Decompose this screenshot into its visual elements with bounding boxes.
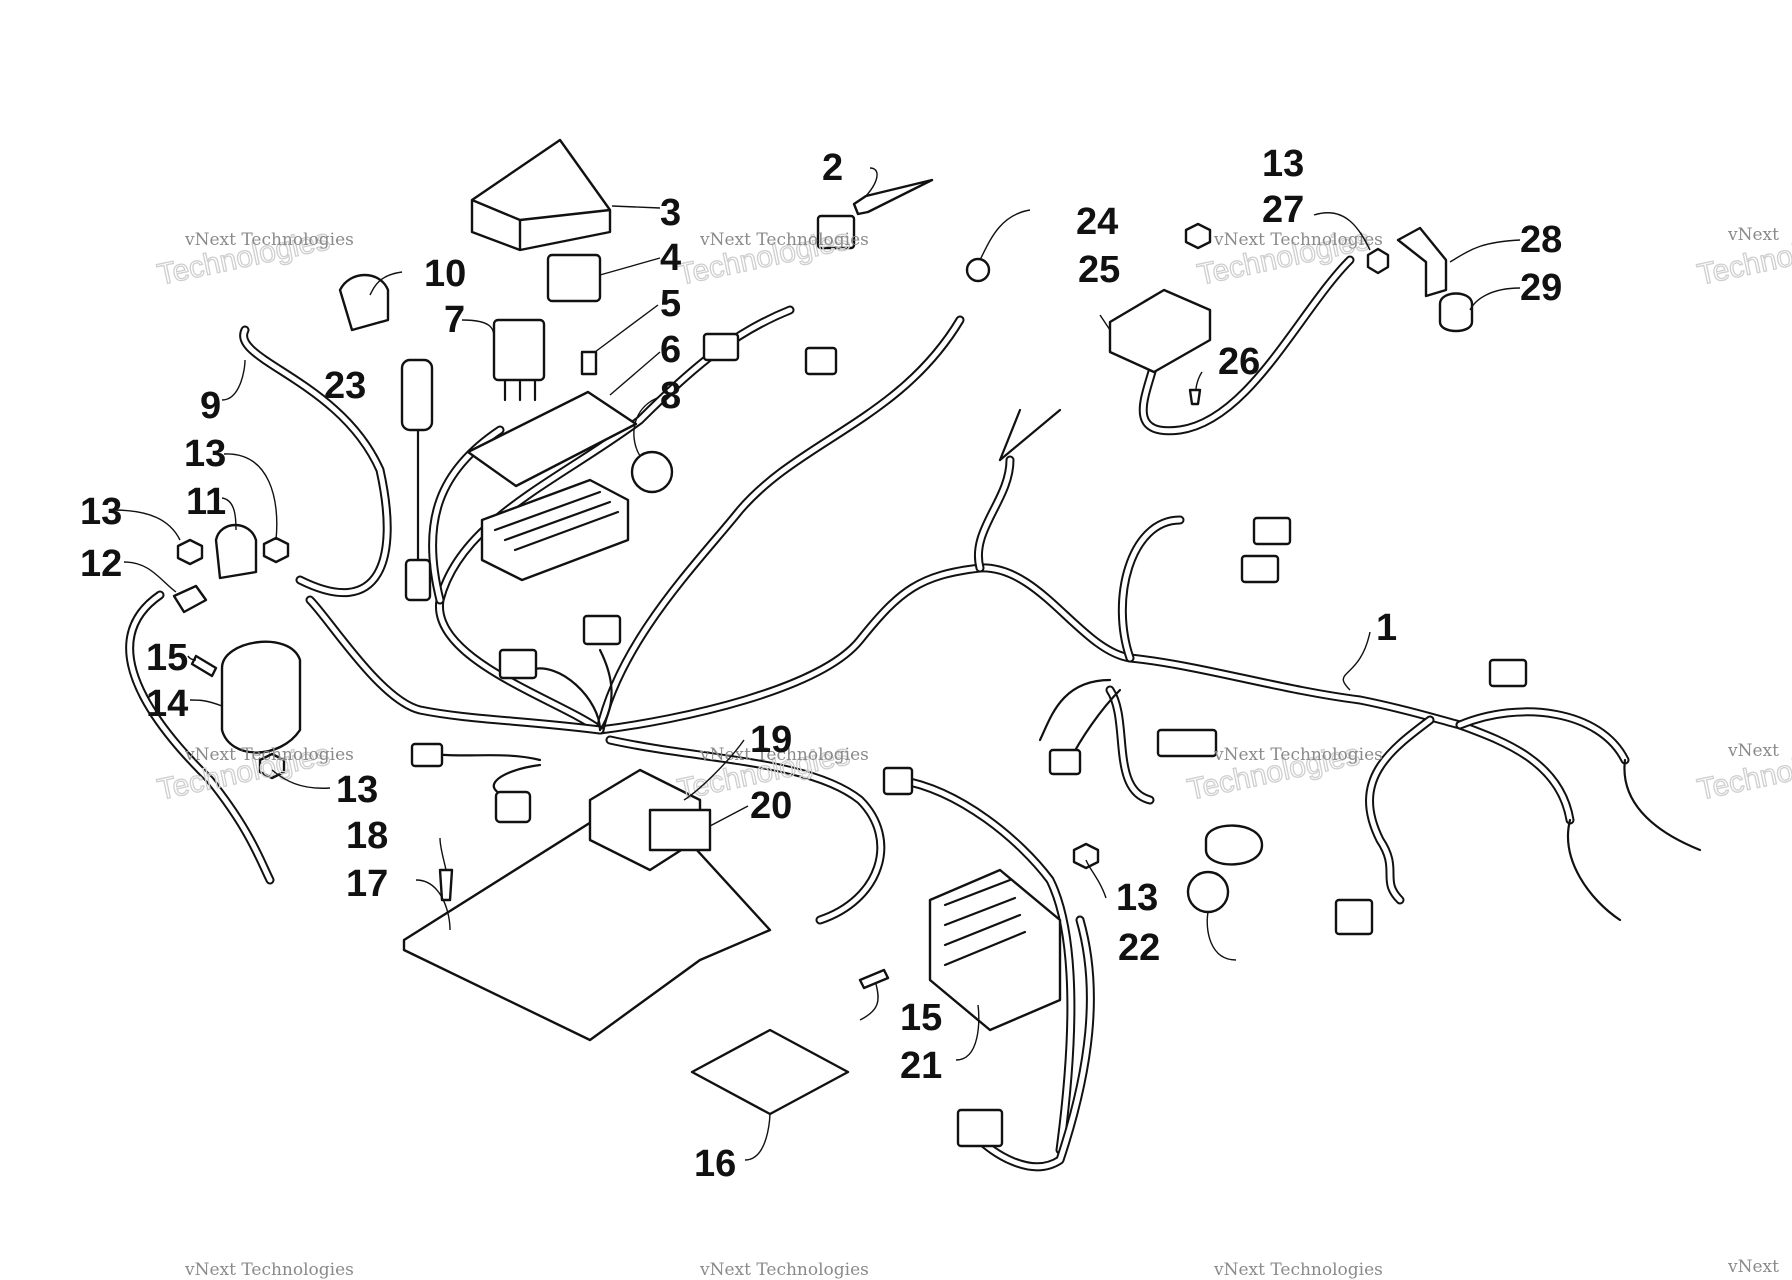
spark-plug-boot: [1396, 226, 1448, 298]
callout-22: 22: [1118, 927, 1160, 969]
fuse-label-card: [466, 390, 638, 488]
callout-23: 23: [324, 365, 366, 407]
watermark-text: vNext Technologies: [699, 745, 869, 765]
nut-13a: [176, 538, 204, 566]
mounting-panel: [402, 788, 772, 1042]
spark-plug-nut: [1366, 247, 1390, 275]
harness-connector-l: [702, 332, 740, 362]
watermark-text: vNext Technologies: [699, 230, 869, 250]
harness-connector-a: [1252, 516, 1292, 546]
watermark-text: vNext Technologies: [184, 230, 354, 250]
harness-connector-c: [1156, 728, 1218, 758]
callout-19: 19: [750, 719, 792, 761]
watermark-text: vNext Technologies: [184, 1260, 354, 1280]
watermark-text: vNext Technologies: [1213, 1260, 1383, 1280]
harness-connector-m: [804, 346, 838, 376]
callout-7: 7: [444, 299, 465, 341]
callout-10: 10: [424, 253, 466, 295]
nut-13d: [1072, 842, 1100, 870]
relay-7: [492, 318, 546, 382]
callout-17: 17: [346, 863, 388, 905]
callout-1: 1: [1376, 607, 1397, 649]
callout-13-left: 13: [80, 491, 122, 533]
terminal-boot: [338, 273, 390, 332]
harness-connector-j: [494, 790, 532, 824]
callout-9: 9: [200, 385, 221, 427]
watermark-text: vNext: [1727, 1257, 1779, 1277]
callout-8: 8: [660, 375, 681, 417]
harness-connector-b: [1240, 554, 1280, 584]
callout-28: 28: [1520, 219, 1562, 261]
watermark-text: vNext Technologies: [699, 1260, 869, 1280]
callout-3: 3: [660, 192, 681, 234]
callout-12: 12: [80, 543, 122, 585]
watermark-text: vNext: [1727, 741, 1779, 761]
fuse: [580, 350, 598, 376]
sensor-connector: [852, 178, 934, 216]
inline-fuse-holder: [400, 358, 434, 432]
relay-4: [546, 253, 602, 303]
wire-clip-8: [630, 450, 674, 494]
harness-connector-i: [410, 742, 444, 768]
callout-6: 6: [660, 329, 681, 371]
harness-connector-f: [1488, 658, 1528, 688]
harness-connector-g: [498, 648, 538, 680]
starter-solenoid: [220, 640, 302, 754]
callout-14: 14: [146, 683, 188, 725]
bolt-15b: [858, 968, 890, 990]
parts: [172, 138, 1528, 1148]
ground-terminal: [172, 584, 208, 614]
cdi-module: [1108, 288, 1212, 374]
nut-13e: [1184, 222, 1212, 250]
module-connector: [648, 808, 712, 852]
callout-16: 16: [694, 1143, 736, 1185]
callout-18: 18: [346, 815, 388, 857]
callout-29: 29: [1520, 267, 1562, 309]
callout-4: 4: [660, 237, 681, 279]
harness-connector-k: [816, 214, 856, 250]
callout-13-lower: 13: [336, 769, 378, 811]
watermark-text: vNext: [1727, 225, 1779, 245]
callout-15-right: 15: [900, 997, 942, 1039]
nut-13c: [258, 752, 286, 780]
spark-plug-cap: [1438, 292, 1474, 333]
harness-connector-h: [582, 614, 622, 646]
callout-27: 27: [1262, 189, 1304, 231]
callout-26: 26: [1218, 341, 1260, 383]
callout-11: 11: [186, 481, 226, 523]
callout-5: 5: [660, 283, 681, 325]
ring-terminal: [965, 257, 991, 283]
bolt-15a: [190, 654, 218, 678]
callout-21: 21: [900, 1045, 942, 1087]
watermark-text: vNext Technologies: [184, 745, 354, 765]
callout-2: 2: [822, 147, 843, 189]
watermark-text: vNext Technologies: [1213, 230, 1383, 250]
grommet: [1204, 824, 1264, 866]
callout-15-left: 15: [146, 637, 188, 679]
panel-screw: [438, 868, 454, 902]
callouts: 1 2 3 4 5 6 7 8 9 10 11 12 13 13 13 13 1…: [80, 143, 1562, 1185]
callout-25: 25: [1078, 249, 1120, 291]
module-screw: [1188, 388, 1202, 406]
wire-clip-22: [1186, 870, 1230, 914]
leader-lines: [111, 167, 1521, 1161]
callout-13-upper: 13: [184, 433, 226, 475]
fuse-box-cover: [470, 138, 612, 252]
watermark-text: vNext Technologies: [1213, 745, 1383, 765]
decal: [690, 1028, 850, 1116]
callout-13-module: 13: [1262, 143, 1304, 185]
solenoid-boot: [214, 523, 258, 580]
voltage-regulator: [928, 868, 1062, 1032]
callout-24: 24: [1076, 201, 1118, 243]
nut-13b: [262, 536, 290, 564]
harness-connector-d: [1048, 748, 1082, 776]
fuse-block: [480, 478, 630, 582]
callout-20: 20: [750, 785, 792, 827]
callout-13-regulator: 13: [1116, 877, 1158, 919]
harness-connector-e: [1334, 898, 1374, 936]
